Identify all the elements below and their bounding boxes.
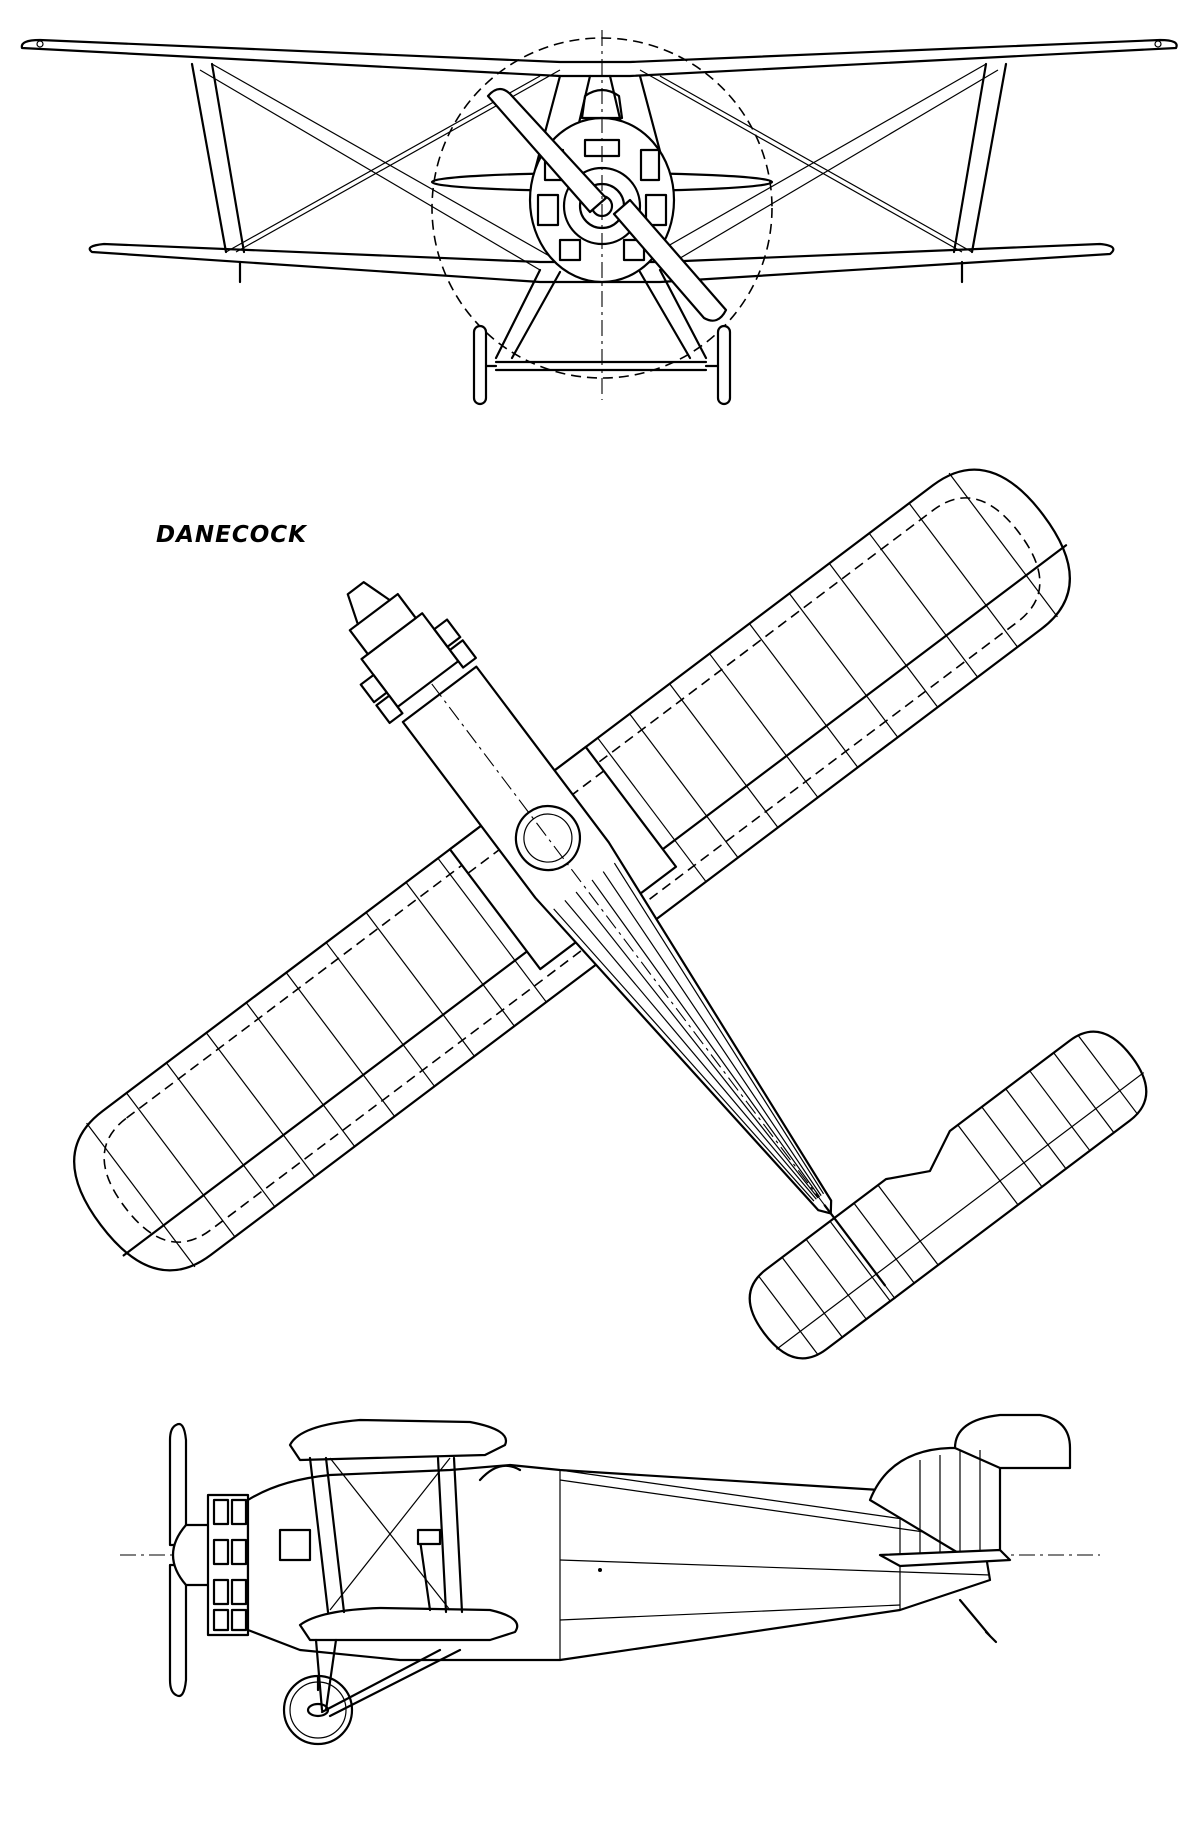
lower-wing-side [298,1606,519,1642]
side-struts [308,1456,464,1614]
left-strut [190,62,246,254]
lower-wing-outline [103,497,1041,1243]
propeller-blade-upper [486,87,608,214]
front-undercarriage [472,268,732,406]
side-undercarriage [282,1638,462,1746]
lower-wing [88,242,1115,284]
side-engine [206,1493,250,1637]
wing-ribs [86,472,1058,1268]
side-wheel [282,1674,354,1746]
aircraft-title: DANECOCK [156,522,307,548]
tailplane-side [878,1548,1012,1568]
upper-wing-side [288,1418,508,1462]
headrest [580,88,624,120]
right-wheel [716,324,732,406]
plan-view [73,468,1148,1360]
cockpit-rim [478,1464,522,1482]
propeller-blade-down [168,1563,188,1698]
engine-plan [346,581,478,725]
right-strut [952,62,1008,254]
left-wheel [472,324,488,406]
gun [418,1538,432,1612]
spinner [172,1523,212,1587]
bracing-wires [199,63,999,271]
upper-wing [20,38,1178,78]
front-view [20,30,1178,406]
tail-skid [958,1598,998,1644]
side-hatch [278,1528,312,1562]
cabane-struts [533,74,667,172]
rudder-horn [953,1413,1072,1470]
fuselage-plan [378,614,898,1302]
propeller-blade-lower [612,198,728,322]
side-view [120,1413,1100,1746]
tailplane-plan [748,1030,1148,1360]
